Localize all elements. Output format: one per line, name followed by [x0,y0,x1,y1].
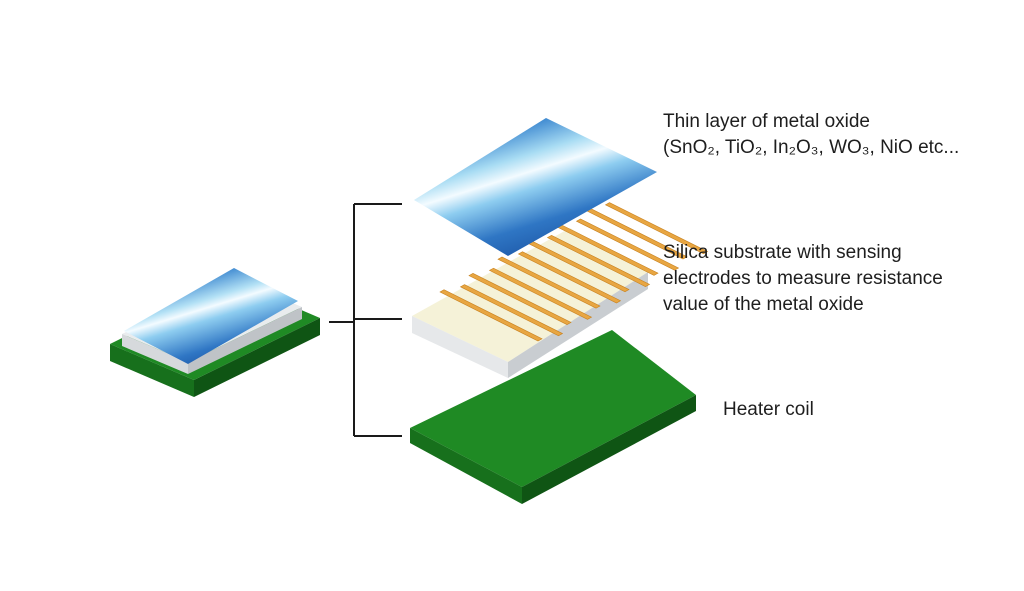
electrode-finger [517,251,622,304]
metal-oxide-label-line-1: Thin layer of metal oxide [663,111,870,132]
electrode-finger [488,267,593,320]
assembled-metal-oxide-layer [124,268,298,364]
heater-coil-layer [410,330,696,504]
silica-substrate-label: Silica substrate with sensing electrodes… [663,240,943,318]
electrode-finger [575,218,680,271]
electrode-finger [439,289,543,342]
heater-coil-label: Heater coil [723,397,814,423]
silica-label-line-2: electrodes to measure resistance [663,268,943,289]
electrode-finger [459,284,564,337]
metal-oxide-label-line-2: (SnO₂, TiO₂, In₂O₃, WO₃, NiO etc... [663,137,960,158]
electrode-finger [468,273,572,325]
silica-label-line-3: value of the metal oxide [663,294,864,315]
metal-oxide-layer [414,118,657,256]
assembled-sensor [110,268,320,397]
sensing-electrodes [439,202,709,342]
silica-label-line-1: Silica substrate with sensing [663,242,902,263]
electrode-finger [497,256,601,309]
heater-label-line-1: Heater coil [723,399,814,420]
bracket [329,203,402,437]
electrode-finger [546,235,651,287]
electrode-finger [604,202,709,255]
metal-oxide-label: Thin layer of metal oxide (SnO₂, TiO₂, I… [663,109,959,161]
